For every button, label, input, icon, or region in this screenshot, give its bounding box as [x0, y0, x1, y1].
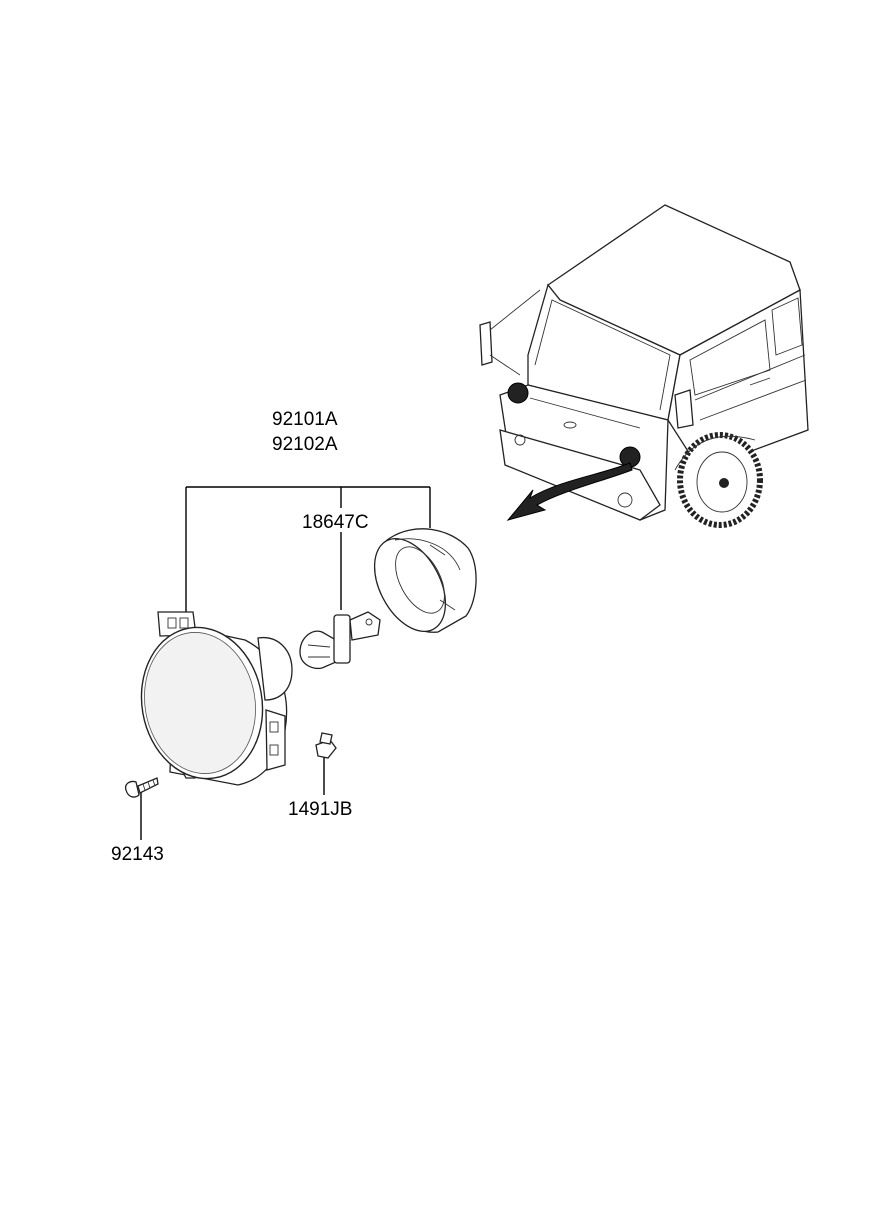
bulb-part [299, 611, 381, 670]
leader-lines [140, 486, 431, 840]
clip-part [315, 732, 337, 759]
label-clip: 1491JB [288, 799, 352, 820]
van-illustration [479, 204, 809, 528]
label-headlamp-assy-2: 92102A [272, 434, 338, 455]
label-bulb: 18647C [302, 512, 369, 533]
socket-cover [373, 528, 477, 633]
van-headlamp-left [507, 382, 529, 404]
label-screw: 92143 [111, 844, 164, 865]
direction-arrow [506, 462, 633, 521]
headlamp-unit [140, 611, 293, 786]
label-headlamp-assy-1: 92101A [272, 409, 338, 430]
screw-part [124, 777, 159, 798]
